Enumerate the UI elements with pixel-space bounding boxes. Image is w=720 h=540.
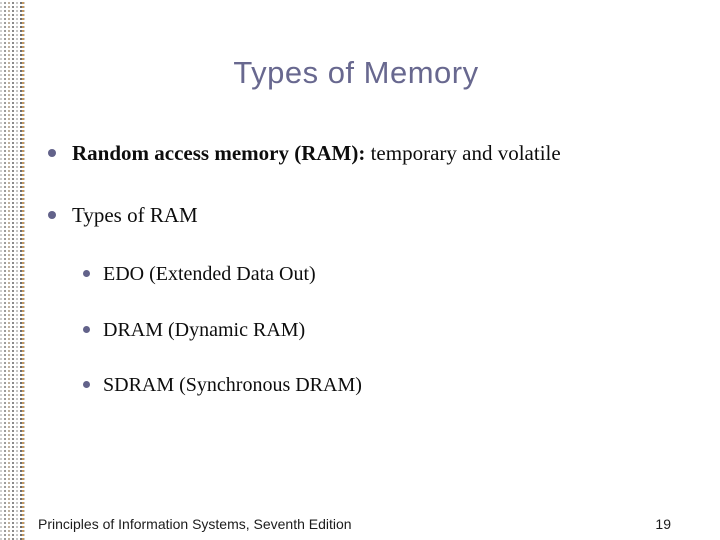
tan-dashed-line: [22, 0, 24, 540]
pixel-texture-strip: [0, 0, 25, 540]
bullet-marker: [48, 149, 56, 157]
bullet-text: EDO (Extended Data Out): [103, 263, 316, 285]
bullet-text: Types of RAM: [72, 203, 198, 227]
page-number: 19: [655, 516, 671, 532]
bullet-marker: [48, 211, 56, 219]
bullet-marker: [83, 381, 90, 388]
bullet-text: SDRAM (Synchronous DRAM): [103, 374, 362, 396]
bullet-item-dram: DRAM (Dynamic RAM): [83, 319, 305, 342]
bullet-item-edo: EDO (Extended Data Out): [83, 263, 316, 286]
bullet-text-bold: Random access memory (RAM):: [72, 141, 366, 165]
bullet-text: Random access memory (RAM): temporary an…: [72, 141, 561, 166]
slide-title: Types of Memory: [233, 55, 479, 90]
bullet-item-ram: Random access memory (RAM): temporary an…: [48, 141, 561, 166]
bullet-text: DRAM (Dynamic RAM): [103, 319, 306, 341]
bullet-marker: [83, 270, 90, 277]
bullet-item-types-of-ram: Types of RAM: [48, 203, 198, 228]
bullet-marker: [83, 326, 90, 333]
bullet-text-regular: temporary and volatile: [365, 141, 561, 165]
bullet-item-sdram: SDRAM (Synchronous DRAM): [83, 374, 362, 397]
footer-book-title: Principles of Information Systems, Seven…: [38, 516, 352, 532]
